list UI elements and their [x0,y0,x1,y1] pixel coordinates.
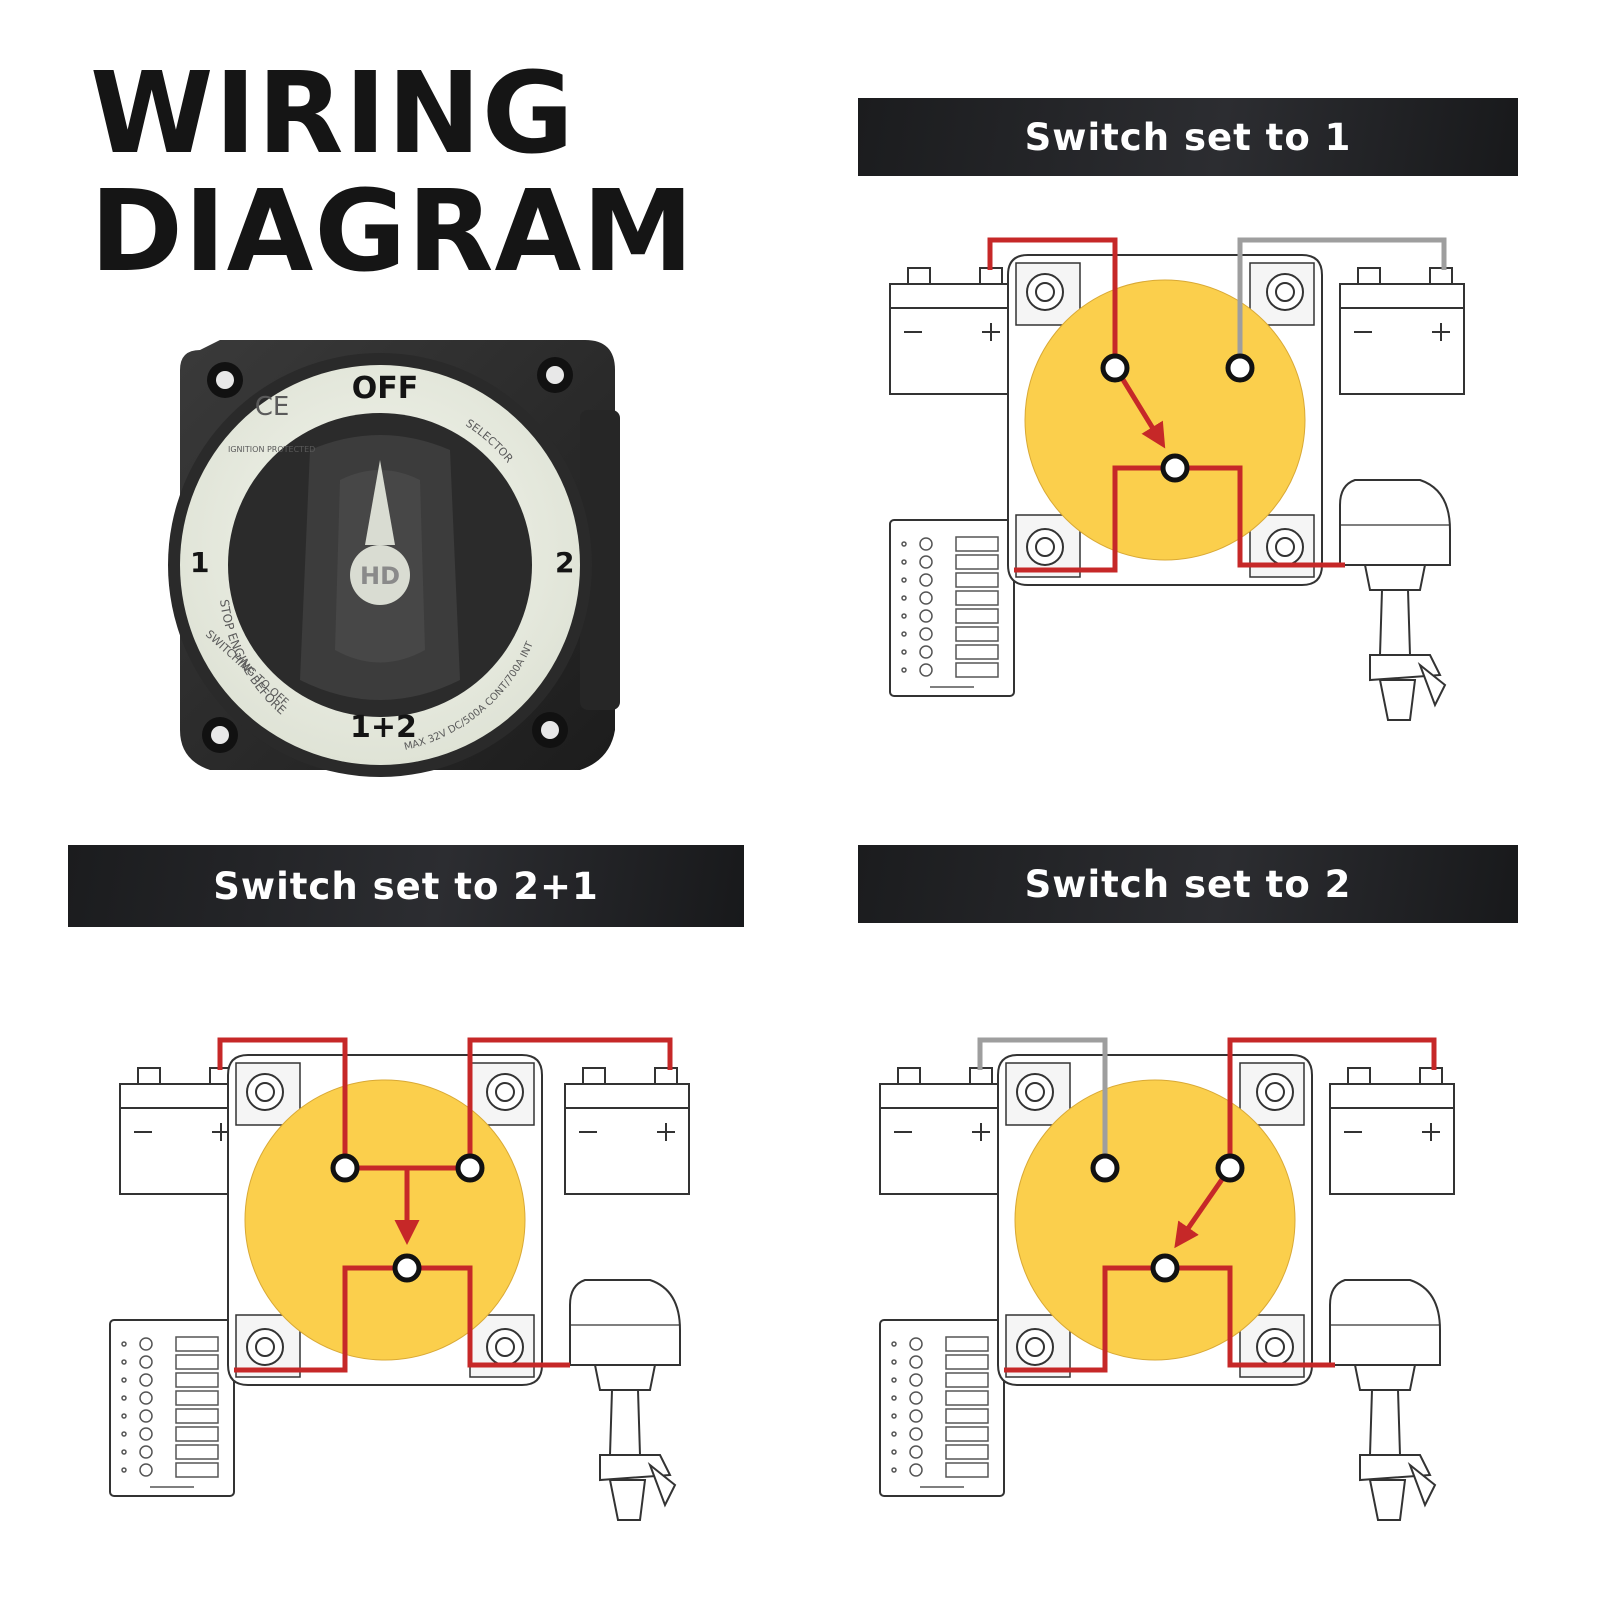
wire-panel [1014,465,1175,573]
banner-switch-2-plus-1-label: Switch set to 2+1 [213,864,599,908]
wire-battery-2-inactive [1237,237,1447,365]
wire-battery-1 [217,1037,348,1165]
knob-label: HD [360,562,400,590]
wire-battery-1 [987,237,1118,365]
terminal-common [392,1253,422,1283]
banner-switch-1: Switch set to 1 [858,98,1518,176]
ignition-protected-label: IGNITION PROTECTED [228,445,315,454]
terminal-2 [455,1153,485,1183]
switch-panel-icon [879,1319,1005,1497]
wire-panel [1004,1265,1165,1373]
connection-arrow [1119,376,1166,449]
banner-switch-2: Switch set to 2 [858,845,1518,923]
mounting-holes [202,357,573,753]
selector-switch-icon [227,1054,543,1386]
terminal-1 [330,1153,360,1183]
outboard-motor-icon [1329,1279,1441,1521]
battery-2-icon [564,1067,690,1195]
battery-1-icon [879,1067,1005,1195]
terminal-1 [1090,1153,1120,1183]
position-off-label: OFF [352,371,419,406]
outboard-motor-icon [1339,479,1451,721]
position-2-label: 2 [555,546,574,579]
battery-switch-product-image: HD OFF CE IGNITION PROTECTED 1 2 1+2 SEL… [168,340,620,777]
wire-battery-2 [467,1037,673,1165]
terminal-1 [1100,353,1130,383]
selector-knob[interactable]: HD [300,435,460,700]
terminal-2 [1225,353,1255,383]
wire-engine [1165,1265,1335,1368]
ce-mark: CE [255,392,290,422]
diagram-switch-1 [889,237,1465,721]
selector-switch-icon [1007,254,1323,586]
position-both-label: 1+2 [350,710,417,745]
diagram-switch-2-plus-1 [109,1037,690,1521]
terminal-2 [1215,1153,1245,1183]
position-1-label: 1 [190,546,209,579]
banner-switch-2-plus-1: Switch set to 2+1 [68,845,744,927]
wire-battery-2 [1227,1037,1437,1165]
battery-1-icon [889,267,1015,395]
wire-panel [234,1265,407,1373]
wire-engine [1175,465,1345,568]
knob-cap [350,545,410,605]
selector-switch-icon [997,1054,1313,1386]
battery-2-icon [1329,1067,1455,1195]
switch-panel-icon [109,1319,235,1497]
wire-engine [407,1265,570,1368]
switch-panel-icon [889,519,1015,697]
knob-pointer [365,460,395,545]
banner-switch-2-label: Switch set to 2 [1024,862,1352,906]
switch-side [580,410,620,710]
terminal-common [1160,453,1190,483]
battery-1-icon [119,1067,245,1195]
battery-2-icon [1339,267,1465,395]
connection-arrow [1174,1176,1226,1249]
title-line-1: WIRING [90,49,575,179]
outboard-motor-icon [569,1279,681,1521]
page-title: WIRING DIAGRAM [90,55,730,291]
title-line-2: DIAGRAM [90,167,695,297]
terminal-common [1150,1253,1180,1283]
diagram-switch-2 [879,1037,1455,1521]
wire-battery-1-inactive [977,1037,1108,1165]
banner-switch-1-label: Switch set to 1 [1024,115,1352,159]
